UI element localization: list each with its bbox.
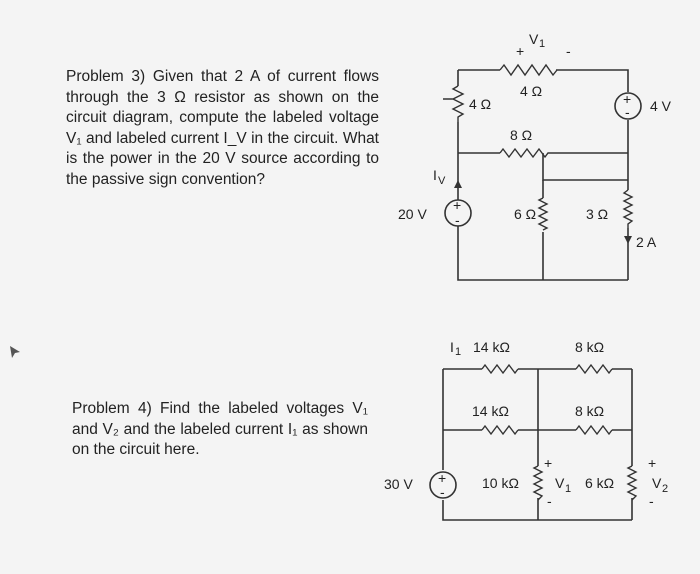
label-r-14k-mid: 14 kΩ	[472, 403, 509, 419]
resistor-14k-mid	[481, 424, 519, 436]
label-r-14k-top: 14 kΩ	[473, 339, 510, 355]
label-v2-plus: +	[648, 455, 656, 471]
label-r-6: 6 Ω	[514, 206, 536, 222]
problem-4-text: Problem 4) Find the labeled voltages V₁ …	[72, 400, 368, 458]
label-r-10k: 10 kΩ	[482, 475, 519, 491]
label-src-20v: 20 V	[398, 206, 427, 222]
source-4v-plus: +	[623, 91, 631, 107]
wire	[442, 369, 632, 521]
label-v2: V	[652, 475, 662, 491]
label-v2-minus: -	[649, 493, 654, 509]
label-v1-sub: 1	[565, 483, 571, 495]
label-r-8: 8 Ω	[510, 127, 532, 143]
label-v2-sub: 2	[662, 483, 668, 495]
label-2a: 2 A	[636, 234, 657, 250]
circuit-problem-3: + - + - V 1 + - 4 Ω 4 Ω 8 Ω 6 Ω 3 Ω 20 V…	[398, 31, 672, 281]
voltage-source-20v	[444, 199, 472, 227]
arrow-up-icon	[454, 180, 462, 188]
voltage-source-4v	[614, 92, 642, 120]
label-r-top: 4 Ω	[520, 83, 542, 99]
problem-3-text: Problem 3) Given that 2 A of current flo…	[66, 68, 379, 188]
label-v1-minus: -	[566, 43, 571, 59]
resistor-10k	[532, 465, 544, 501]
label-src-4v: 4 V	[650, 98, 672, 114]
resistor-3-ohm	[622, 189, 634, 228]
resistor-6k	[626, 465, 638, 501]
source-20v-minus: -	[455, 212, 460, 228]
label-v1-sub: 1	[539, 38, 545, 50]
wire	[457, 226, 628, 281]
resistor-8k-top	[575, 363, 613, 375]
label-v1: V	[529, 31, 539, 47]
label-iv: I	[433, 167, 437, 183]
label-src-30v: 30 V	[384, 476, 413, 492]
label-v1: V	[555, 475, 565, 491]
resistor-4-ohm-top	[499, 63, 560, 77]
label-v1-minus: -	[547, 493, 552, 509]
resistor-8-ohm	[499, 147, 550, 159]
mouse-cursor-icon	[10, 346, 20, 358]
label-r-8k-top: 8 kΩ	[575, 339, 604, 355]
label-iv-sub: V	[438, 175, 446, 187]
resistor-4-ohm-left	[443, 85, 465, 122]
source-4v-minus: -	[625, 104, 630, 120]
resistor-6-ohm	[537, 197, 549, 231]
wire	[458, 69, 629, 92]
circuit-problem-4: + - I 1 14 kΩ 8 kΩ 14 kΩ 8 kΩ 10 kΩ 6 kΩ…	[384, 339, 668, 521]
label-r-left: 4 Ω	[469, 96, 491, 112]
resistor-14k-top	[481, 363, 519, 375]
label-r-8k-mid: 8 kΩ	[575, 403, 604, 419]
source-30v-minus: -	[440, 484, 445, 500]
voltage-source-30v	[429, 471, 457, 499]
resistor-8k-mid	[575, 424, 613, 436]
label-v1-plus: +	[544, 455, 552, 471]
label-v1-plus: +	[516, 43, 524, 59]
source-20v-plus: +	[453, 197, 461, 213]
arrow-down-icon	[624, 236, 632, 244]
label-i1-sub: 1	[455, 346, 461, 358]
wire	[542, 153, 628, 181]
label-i1: I	[450, 339, 454, 355]
label-r-6k: 6 kΩ	[585, 475, 614, 491]
label-r-3: 3 Ω	[586, 206, 608, 222]
source-30v-plus: +	[438, 470, 446, 486]
